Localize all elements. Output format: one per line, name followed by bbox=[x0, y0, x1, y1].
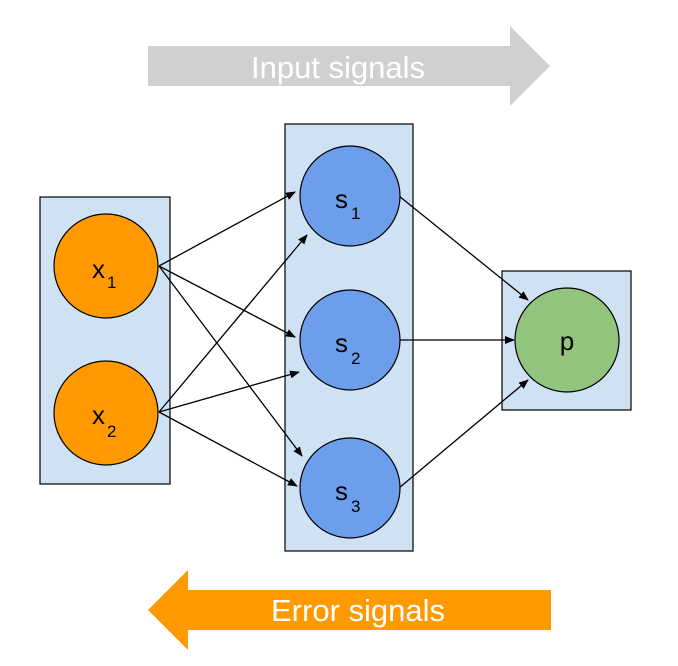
node-s3-subscript: 3 bbox=[351, 497, 360, 516]
node-x2-circle bbox=[53, 360, 159, 466]
node-s2-label: s bbox=[335, 328, 348, 358]
node-s1: s 1 bbox=[299, 145, 401, 247]
node-x1: x 1 bbox=[53, 213, 159, 319]
node-s1-circle bbox=[299, 145, 401, 247]
node-p-label: p bbox=[560, 326, 574, 356]
node-x1-subscript: 1 bbox=[107, 273, 116, 292]
edge-x2-s3 bbox=[158, 411, 298, 487]
edge-s3-p bbox=[398, 379, 529, 489]
node-s1-subscript: 1 bbox=[351, 204, 360, 223]
edge-x1-s3 bbox=[158, 265, 303, 457]
node-x2-label: x bbox=[92, 400, 105, 430]
node-s2: s 2 bbox=[299, 289, 401, 391]
node-x1-label: x bbox=[92, 254, 105, 284]
connections bbox=[158, 191, 529, 489]
node-s2-subscript: 2 bbox=[351, 349, 360, 368]
node-p-circle bbox=[514, 287, 620, 393]
node-s3-circle bbox=[299, 437, 401, 539]
node-x1-circle bbox=[53, 213, 159, 319]
error-signals-label: Error signals bbox=[271, 593, 445, 628]
node-s3-label: s bbox=[335, 476, 348, 506]
input-signals-label: Input signals bbox=[251, 50, 425, 85]
node-x2: x 2 bbox=[53, 360, 159, 466]
node-s2-circle bbox=[299, 289, 401, 391]
node-x2-subscript: 2 bbox=[107, 422, 116, 441]
edge-x1-s1 bbox=[158, 191, 296, 267]
node-s3: s 3 bbox=[299, 437, 401, 539]
input-signals-arrow: Input signals bbox=[148, 26, 550, 106]
edge-s1-p bbox=[398, 195, 529, 301]
input-arrow-shape bbox=[148, 26, 550, 106]
node-p: p bbox=[514, 287, 620, 393]
error-arrow-shape bbox=[148, 570, 551, 650]
node-s1-label: s bbox=[335, 184, 348, 214]
edge-x2-s2 bbox=[158, 370, 300, 413]
edge-x1-s2 bbox=[158, 265, 296, 338]
edge-x2-s1 bbox=[158, 234, 308, 413]
error-signals-arrow: Error signals bbox=[148, 570, 551, 650]
